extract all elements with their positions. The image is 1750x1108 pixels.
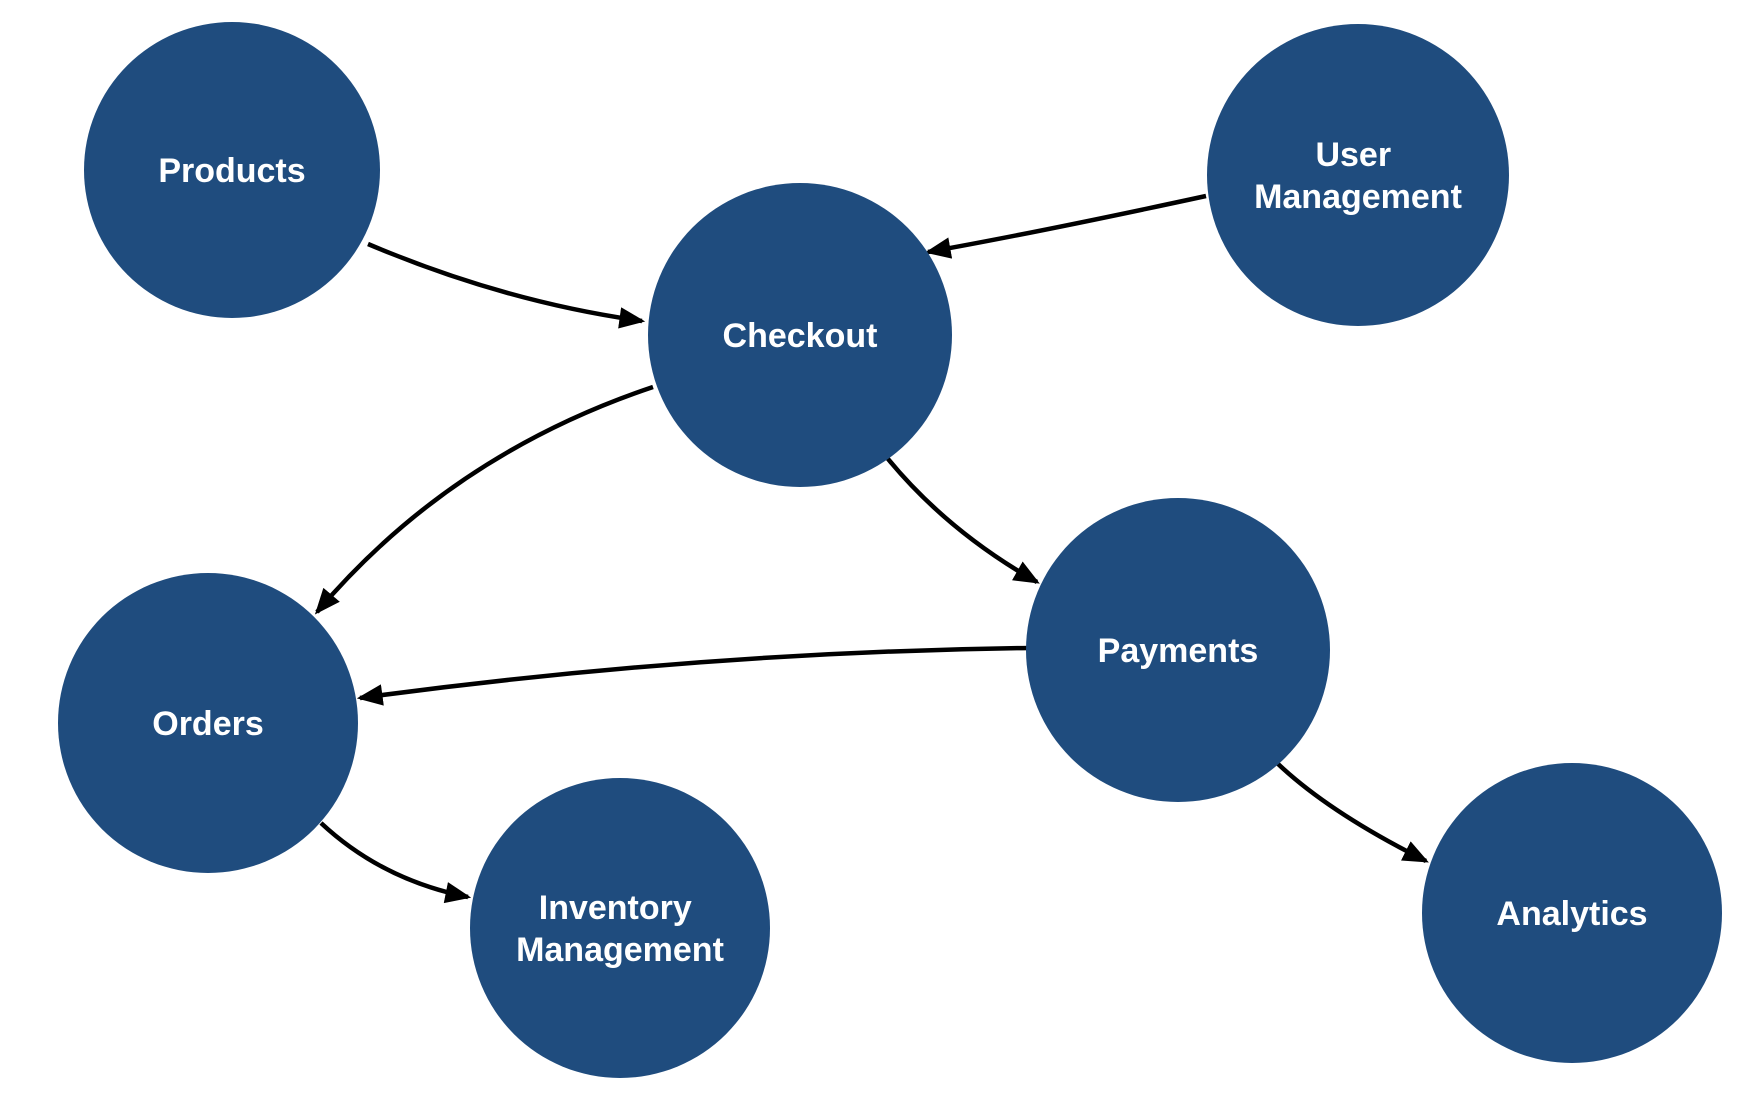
node-analytics: Analytics <box>1422 763 1722 1063</box>
user-management-label: User Management <box>1254 136 1462 216</box>
payments-label: Payments <box>1098 632 1259 670</box>
products-circle <box>84 22 380 318</box>
user-management-label-line1: User <box>1315 136 1391 174</box>
edge-user-management-to-checkout <box>924 193 1207 259</box>
checkout-label: Checkout <box>723 317 878 355</box>
edge-payments-to-orders <box>356 645 1030 706</box>
edge-payments-to-analytics <box>1274 760 1429 864</box>
inventory-management-circle <box>470 778 770 1078</box>
analytics-label: Analytics <box>1496 895 1647 933</box>
inventory-management-label-line2: Management <box>516 931 724 969</box>
node-payments: Payments <box>1026 498 1330 802</box>
products-label: Products <box>158 152 305 190</box>
node-inventory-management: Inventory Management <box>470 778 770 1078</box>
user-management-label-line2: Management <box>1254 178 1462 216</box>
edge-orders-to-inventory-management <box>319 821 472 904</box>
inventory-management-label: Inventory Management <box>516 889 724 969</box>
orders-label: Orders <box>152 705 264 743</box>
analytics-circle <box>1422 763 1722 1063</box>
edge-products-to-checkout <box>367 241 646 329</box>
checkout-circle <box>648 183 952 487</box>
node-user-management: User Management <box>1207 24 1509 326</box>
user-management-circle <box>1207 24 1509 326</box>
payments-circle <box>1026 498 1330 802</box>
node-products: Products <box>84 22 380 318</box>
node-orders: Orders <box>58 573 358 873</box>
edges <box>314 193 1429 904</box>
edge-checkout-to-payments <box>882 452 1040 584</box>
node-checkout: Checkout <box>648 183 952 487</box>
orders-circle <box>58 573 358 873</box>
inventory-management-label-line1: Inventory <box>539 889 692 927</box>
edge-checkout-to-orders <box>314 384 654 615</box>
